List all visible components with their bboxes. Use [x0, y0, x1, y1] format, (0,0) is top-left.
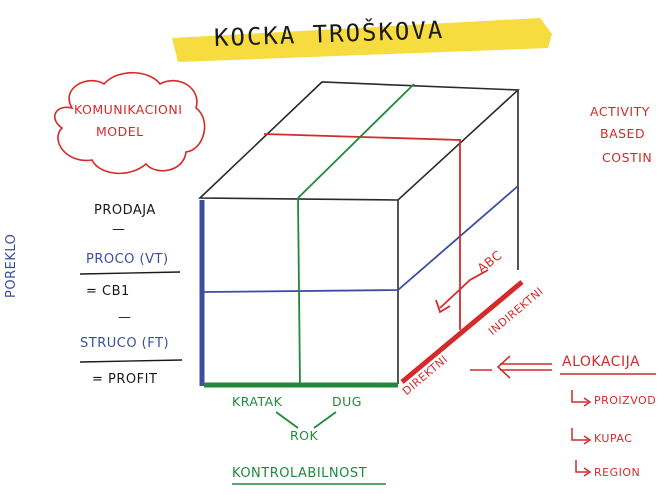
alokacija-item-kupac: KUPAC: [594, 432, 633, 445]
cube-outline: [198, 81, 520, 384]
dash-1: —: [112, 222, 126, 237]
allocation-arrow-icon: [496, 355, 552, 379]
cloud-shape: [54, 72, 206, 175]
profit-label: = PROFIT: [92, 372, 158, 387]
dug-label: DUG: [332, 394, 362, 409]
alokacija-branches: [560, 373, 656, 477]
poreklo-label: POREKLO: [4, 233, 19, 298]
prodaja-label: PRODAJA: [94, 203, 156, 218]
green-lines: [204, 83, 415, 429]
abc-side-line-1: ACTIVITY: [590, 104, 650, 119]
abc-side-line-3: COSTIN: [602, 150, 653, 165]
alokacija-label: ALOKACIJA: [562, 354, 641, 370]
rok-label: ROK: [290, 428, 319, 443]
blue-horizontal-line: [203, 185, 519, 293]
title-highlight: [172, 18, 552, 62]
cloud-line-2: MODEL: [96, 124, 144, 139]
proco-label: PROCO (VT): [86, 252, 169, 267]
red-lines: [263, 133, 524, 384]
kontrolabilnost-label: KONTROLABILNOST: [232, 466, 368, 481]
struco-label: STRUCO (FT): [80, 336, 170, 351]
dash-2: —: [118, 310, 132, 325]
kratak-label: KRATAK: [232, 394, 283, 409]
alokacija-item-proizvod: PROIZVOD: [594, 394, 657, 407]
cb1-label: = CB1: [86, 284, 130, 299]
cloud-line-1: KOMUNIKACIONI: [74, 102, 183, 117]
left-list-underlines: [79, 271, 492, 371]
abc-side-line-2: BASED: [600, 126, 646, 141]
alokacija-item-region: REGION: [594, 466, 641, 479]
